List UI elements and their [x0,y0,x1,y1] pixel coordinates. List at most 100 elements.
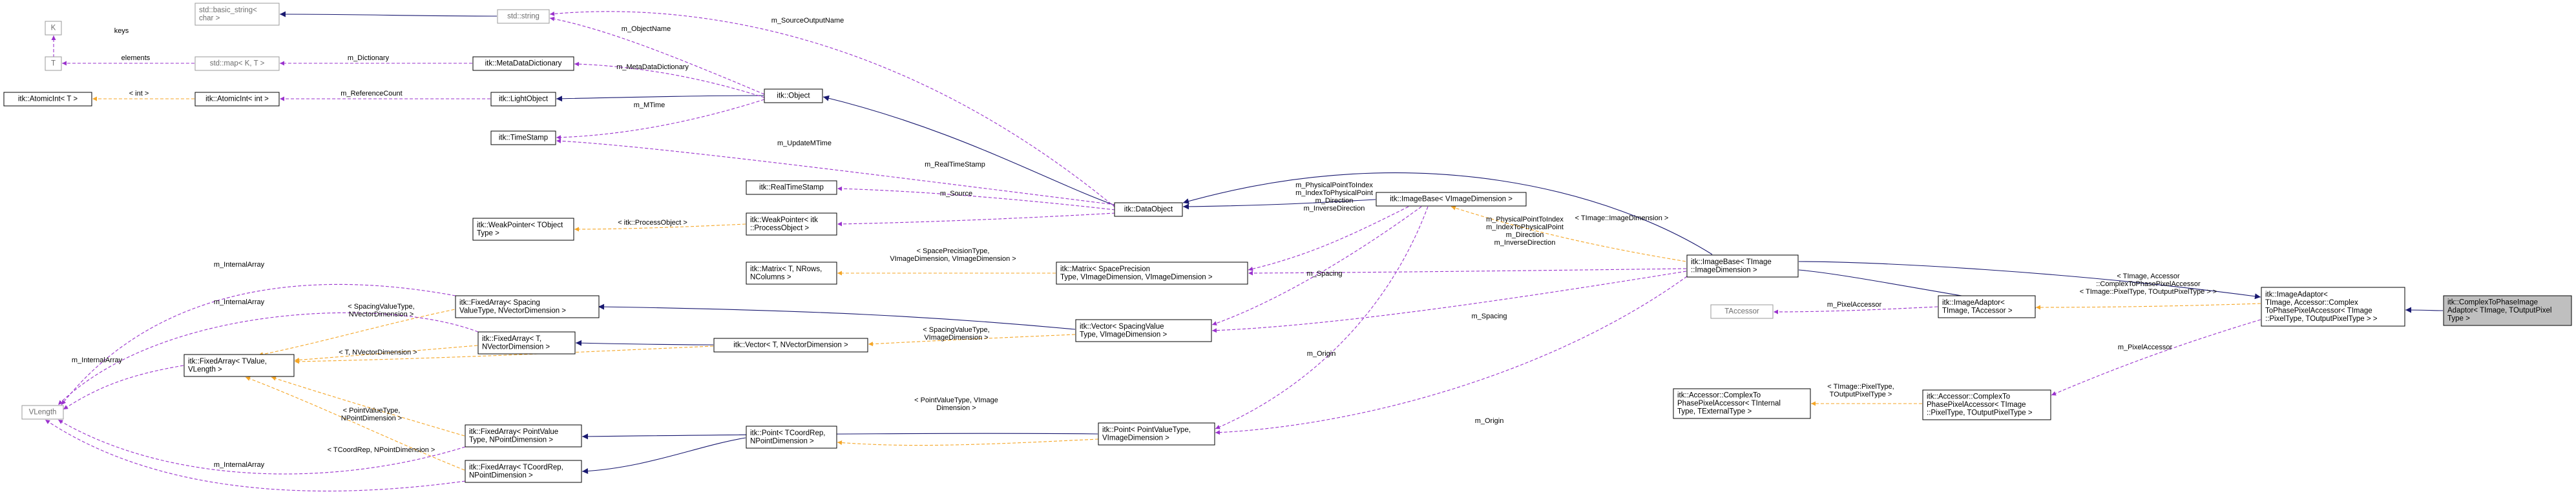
edge-navy-26 [598,304,1076,330]
edge-orange-36 [245,376,465,471]
node-label-line: itk::Object [777,92,810,100]
node-box [1710,304,1774,319]
class-node-fixed-array-tv[interactable]: itk::FixedArray< TValue,VLength > [183,354,295,377]
class-node-map[interactable]: std::map< K, T > [194,56,280,71]
node-label-line: itk::WeakPointer< TObject [477,221,563,229]
edge-purple-11 [556,138,1116,205]
class-node-matrix-sp[interactable]: itk::Matrix< SpacePrecisionType, VImageD… [1056,262,1248,285]
node-label-line: char > [199,14,220,22]
class-node-image-base-t[interactable]: itk::ImageBase< TImage::ImageDimension > [1686,254,1799,278]
class-node-real-time-stamp[interactable]: itk::RealTimeStamp [746,180,837,195]
class-node-light-object[interactable]: itk::LightObject [490,92,556,107]
class-node-matrix-t[interactable]: itk::Matrix< T, NRows,NColumns > [746,262,837,285]
node-box [764,88,823,103]
node-label-line: PhasePixelAccessor< TInternal [1677,400,1781,407]
class-node-image-adaptor-t[interactable]: itk::ImageAdaptor<TImage, TAccessor > [1938,295,2036,318]
edge-line [1211,271,1687,333]
edge-label-line: < PointValueType, [343,407,401,415]
node-box [713,338,868,353]
node-label-line: ToPhasePixelAccessor< TImage [2265,307,2372,314]
node-box [746,180,837,195]
edge-line [245,376,465,471]
class-node-point-pv[interactable]: itk::Point< PointValueType,VImageDimensi… [1098,422,1215,446]
class-node-image-base-v[interactable]: itk::ImageBase< VImageDimension > [1376,192,1527,207]
edge-line [294,345,478,362]
edge-label-lt-pointvaluetype-n: < PointValueType,NPointDimension > [341,407,402,422]
node-box [746,262,837,285]
edge-purple-23 [1215,206,1429,429]
edge-line [837,212,1116,227]
edge-label-line: m_Direction [1506,231,1544,239]
class-node-time-stamp[interactable]: itk::TimeStamp [490,130,556,145]
edge-label-lt-int: < int > [129,90,149,98]
node-box [465,460,582,483]
node-label-line: ::ProcessObject > [750,224,809,232]
edge-label-lt-t-nvectordimension: < T, NVectorDimension > [339,349,417,356]
class-node-vector-t[interactable]: itk::Vector< T, NVectorDimension > [713,338,868,353]
edge-label-line: Dimension > [936,404,976,412]
node-label-line: itk::Point< TCoordRep, [750,429,825,437]
class-node-vector-sv[interactable]: itk::Vector< SpacingValueType, VImageDim… [1075,319,1212,342]
edge-purple-13 [837,186,1116,211]
node-label-line: NPointDimension > [469,471,533,479]
class-node-object[interactable]: itk::Object [764,88,823,103]
edge-label-line: m_InternalArray [214,461,265,469]
class-node-fixed-array-t[interactable]: itk::FixedArray< T,NVectorDimension > [477,331,576,355]
edge-line [837,186,1116,211]
edge-purple-40 [58,419,466,475]
node-label-line: VImageDimension > [1102,434,1169,442]
class-node-weak-pointer-po[interactable]: itk::WeakPointer< itk::ProcessObject > [746,212,837,236]
class-node-string[interactable]: std::string [497,9,550,24]
class-node-fixed-array-tcoord[interactable]: itk::FixedArray< TCoordRep,NPointDimensi… [465,460,582,483]
node-box [3,92,92,107]
node-label-line: itk::Matrix< T, NRows, [750,265,822,273]
class-node-complex-to-phase[interactable]: itk::Accessor::ComplexToPhasePixelAccess… [1673,388,1811,419]
class-node-data-object[interactable]: itk::DataObject [1114,202,1183,217]
class-node-complex-to-phase-t[interactable]: itk::Accessor::ComplexToPhasePixelAccess… [1922,389,2051,420]
class-node-atomic-int-t[interactable]: itk::AtomicInt< T > [3,92,92,107]
edge-line [598,304,1076,330]
edge-label-line: m_MetaDataDictionary [616,63,689,71]
class-node-k[interactable]: K [45,21,62,36]
node-box [490,92,556,107]
edge-line [575,340,714,346]
edge-line [58,312,479,406]
class-node-meta-data-dictionary[interactable]: itk::MetaDataDictionary [472,56,574,71]
node-box [45,56,62,71]
edge-label-lt-pointvaluetype-v: < PointValueType, VImageDimension > [914,396,998,412]
edge-purple-7 [549,16,765,95]
node-label-line: itk::RealTimeStamp [759,184,824,192]
edge-label-m-spacing-v: m_Spacing [1306,270,1342,278]
class-node-fixed-array-spacing[interactable]: itk::FixedArray< SpacingValueType, NVect… [455,295,600,318]
edge-line [271,376,465,437]
class-node-point-tcoord[interactable]: itk::Point< TCoordRep,NPointDimension > [746,426,837,449]
class-node-t[interactable]: T [45,56,62,71]
class-node-atomic-int-int[interactable]: itk::AtomicInt< int > [194,92,280,107]
node-label-line: Type > [477,229,499,237]
edge-navy-3 [279,11,497,17]
edge-label-line: < SpacingValueType, [923,326,989,334]
edge-line [61,283,456,406]
class-node-vlength[interactable]: VLength [21,405,64,420]
edge-orange-44 [2035,303,2261,310]
class-node-fixed-array-point[interactable]: itk::FixedArray< PointValueType, NPointD… [465,424,582,448]
edge-label-m-metadatadictionary: m_MetaDataDictionary [616,63,689,71]
class-node-basic_string[interactable]: std::basic_string<char > [194,3,280,26]
edge-label-m-internalarray-3: m_InternalArray [72,356,123,364]
node-label-line: PhasePixelAccessor< TImage [1927,401,2026,409]
edge-label-line: < SpacingValueType, [348,303,414,311]
node-label-line: Type, NPointDimension > [469,436,553,444]
edge-line [574,223,746,232]
class-node-taccessor[interactable]: TAccessor [1710,304,1774,319]
class-node-image-adaptor-c[interactable]: itk::ImageAdaptor<TImage, Accessor::Comp… [2261,287,2405,327]
edge-label-lt-timage-imagedimension: < TImage::ImageDimension > [1575,214,1669,222]
edge-label-line: m_Origin [1307,350,1336,358]
edge-line [1248,268,1687,276]
edge-label-m-spacing-t: m_Spacing [1471,313,1507,320]
edge-label-line: < PointValueType, VImage [914,396,998,404]
edge-navy-28 [575,340,714,346]
node-label-line: T [51,60,56,68]
edge-label-line: m_IndexToPhysicalPoint [1295,189,1373,197]
